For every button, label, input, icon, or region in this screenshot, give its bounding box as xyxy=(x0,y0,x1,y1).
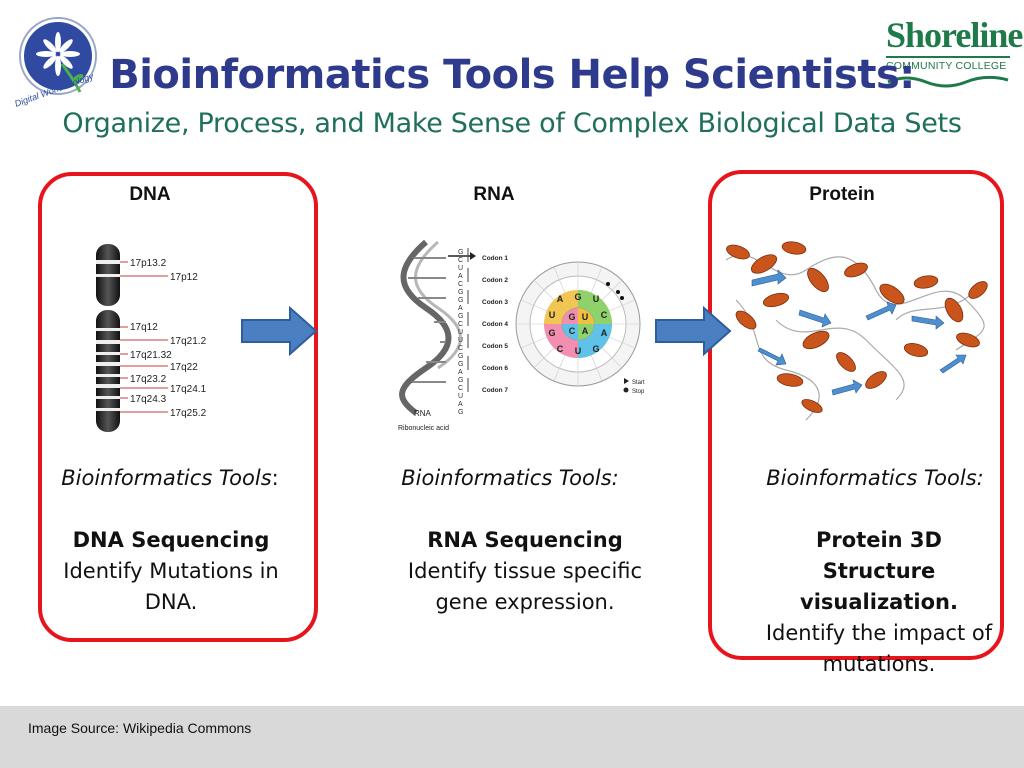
protein-heading: Protein xyxy=(809,184,875,205)
svg-text:G: G xyxy=(458,313,463,320)
rna-caption-short: RNA xyxy=(414,409,432,418)
svg-text:U: U xyxy=(575,346,582,356)
svg-text:U: U xyxy=(458,329,463,336)
svg-text:A: A xyxy=(557,294,564,304)
svg-text:G: G xyxy=(568,312,575,322)
svg-text:G: G xyxy=(548,328,555,338)
rna-description-text: Identify tissue specific gene expression… xyxy=(407,559,643,614)
svg-text:A: A xyxy=(458,305,463,312)
chrom-label: 17q22 xyxy=(170,362,198,373)
dna-panel xyxy=(38,172,318,642)
codon-label: Codon 2 xyxy=(482,277,508,284)
dna-heading: DNA xyxy=(129,184,171,205)
svg-text:C: C xyxy=(458,257,463,264)
dna-tools-colon: : xyxy=(271,466,279,490)
codon-label: Codon 1 xyxy=(482,255,508,262)
chrom-label: 17p13.2 xyxy=(130,258,167,269)
legend-stop: Stop xyxy=(632,389,645,395)
svg-text:A: A xyxy=(582,326,589,336)
arrow-right-icon xyxy=(654,305,732,357)
svg-text:U: U xyxy=(582,312,589,322)
protein-panel xyxy=(708,170,1004,660)
rna-tools-label: Bioinformatics Tools: xyxy=(401,466,619,490)
codon-label: Codon 4 xyxy=(482,321,508,328)
shoreline-logo-name: Shoreline xyxy=(886,15,1023,55)
svg-text:U: U xyxy=(458,265,463,272)
svg-text:C: C xyxy=(458,281,463,288)
svg-text:G: G xyxy=(458,377,463,384)
svg-text:C: C xyxy=(557,344,564,354)
shoreline-logo: Shoreline COMMUNITY COLLEGE xyxy=(886,15,1023,96)
chrom-label: 17q23.2 xyxy=(130,374,167,385)
chrom-label: 17q24.1 xyxy=(170,384,207,395)
svg-text:A: A xyxy=(458,273,463,280)
svg-text:A: A xyxy=(601,328,608,338)
svg-text:G: G xyxy=(458,361,463,368)
codon-label: Codon 5 xyxy=(482,343,508,350)
chrom-label: 17q21.2 xyxy=(170,336,207,347)
rna-caption-long: Ribonucleic acid xyxy=(398,425,449,432)
protein-description-text: Identify the impact of mutations. xyxy=(765,621,993,676)
page-title: Bioinformatics Tools Help Scientists: xyxy=(109,52,915,98)
codon-label: Codon 6 xyxy=(482,365,508,372)
legend-start: Start xyxy=(632,380,645,386)
svg-text:U: U xyxy=(593,294,600,304)
chrom-label: 17p12 xyxy=(170,272,198,283)
protein-method: Protein 3D Structure visualization. xyxy=(800,528,958,614)
dna-tools-label: Bioinformatics Tools: xyxy=(40,466,300,490)
svg-text:A: A xyxy=(458,369,463,376)
protein-description: Protein 3D Structure visualization. Iden… xyxy=(758,525,1000,680)
rna-heading: RNA xyxy=(473,184,515,205)
svg-text:G: G xyxy=(592,344,599,354)
arrow-right-icon xyxy=(240,305,318,357)
protein-structure-figure xyxy=(716,230,1000,430)
wave-icon xyxy=(887,75,1009,88)
svg-text:C: C xyxy=(458,385,463,392)
protein-tools-label: Bioinformatics Tools: xyxy=(766,466,984,490)
svg-text:C: C xyxy=(601,310,608,320)
chrom-label: 17q25.2 xyxy=(170,408,207,419)
rna-description: RNA Sequencing Identify tissue specific … xyxy=(394,525,656,618)
chrom-label: 17q21.32 xyxy=(130,350,172,361)
footer-bar xyxy=(0,706,1024,768)
dna-method: DNA Sequencing xyxy=(72,528,270,552)
svg-text:A: A xyxy=(458,401,463,408)
codon-label: Codon 3 xyxy=(482,299,508,306)
svg-text:G: G xyxy=(458,409,463,416)
dna-description-text: Identify Mutations in DNA. xyxy=(63,559,279,614)
dna-tools-text: Bioinformatics Tools xyxy=(61,466,272,490)
svg-text:G: G xyxy=(458,249,463,256)
svg-text:U: U xyxy=(549,310,556,320)
svg-text:G: G xyxy=(458,353,463,360)
chrom-label: 17q12 xyxy=(130,322,158,333)
page-subtitle: Organize, Process, and Make Sense of Com… xyxy=(62,108,962,139)
chromosome-figure: 17p13.2 17p12 17q12 17q21.2 17q21.32 17q… xyxy=(90,240,240,435)
svg-text:C: C xyxy=(458,321,463,328)
svg-text:G: G xyxy=(574,292,581,302)
rna-method: RNA Sequencing xyxy=(427,528,623,552)
shoreline-logo-sub: COMMUNITY COLLEGE xyxy=(886,60,1007,72)
image-source: Image Source: Wikipedia Commons xyxy=(28,720,252,736)
chrom-label: 17q24.3 xyxy=(130,394,167,405)
svg-text:U: U xyxy=(458,393,463,400)
svg-text:C: C xyxy=(458,345,463,352)
svg-text:U: U xyxy=(458,337,463,344)
svg-text:G: G xyxy=(458,297,463,304)
digital-world-biology-logo xyxy=(18,14,104,110)
svg-text:C: C xyxy=(569,326,576,336)
codon-label: Codon 7 xyxy=(482,387,508,394)
dna-description: DNA Sequencing Identify Mutations in DNA… xyxy=(46,525,296,618)
svg-text:G: G xyxy=(458,289,463,296)
